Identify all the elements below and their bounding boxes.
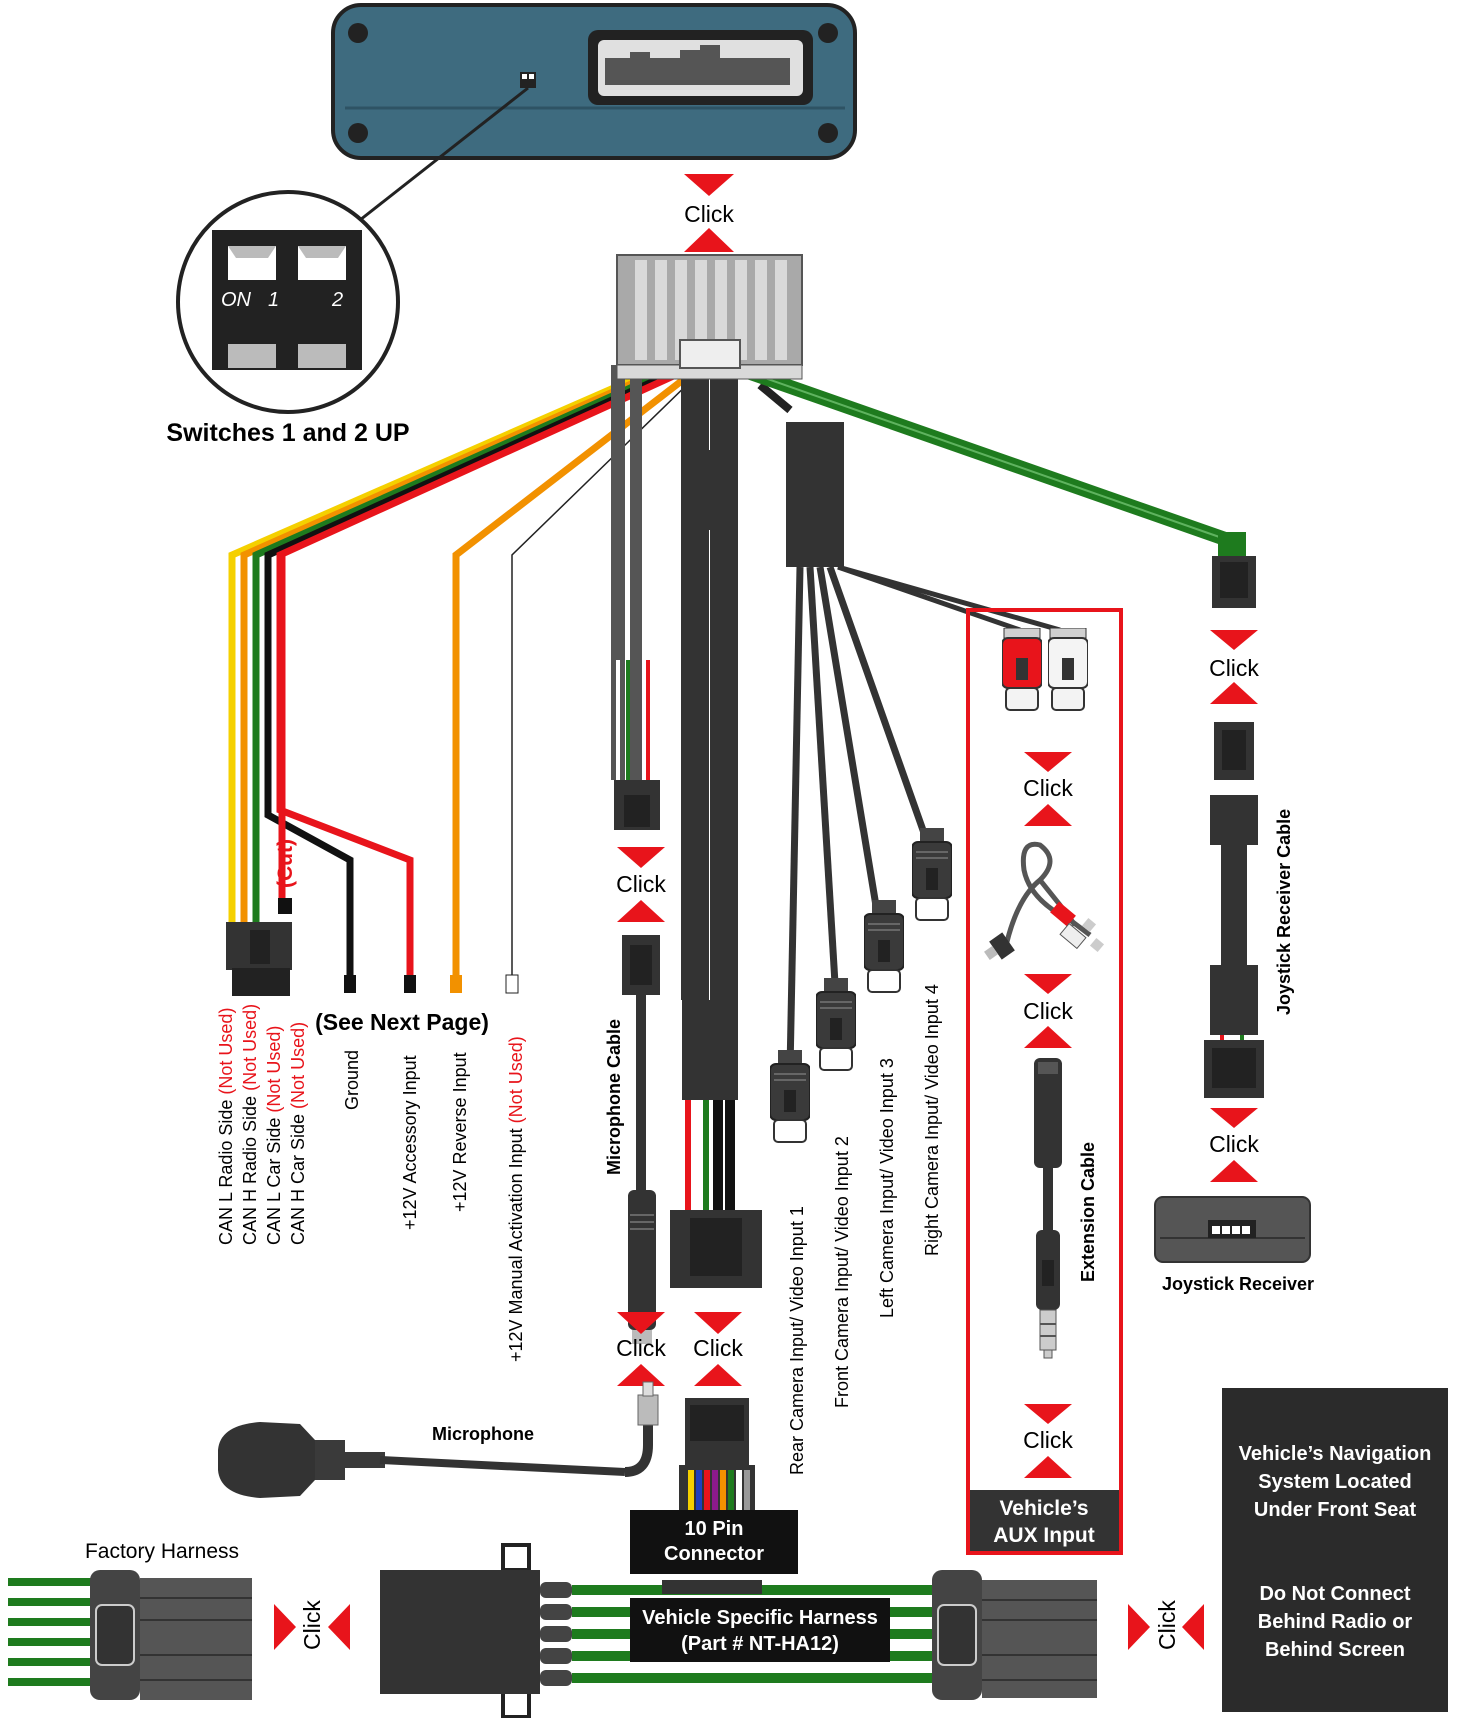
microphone-label: Microphone [432, 1424, 534, 1444]
rca-left-camera [864, 900, 904, 993]
aux-input-label-box [970, 1490, 1119, 1551]
wire-label-can-l-radio: CAN L Radio Side (Not Used) [216, 1008, 236, 1245]
see-next-page: (See Next Page) [315, 1009, 489, 1035]
arrow-up-icon [1210, 1160, 1258, 1182]
click-label: Click [616, 1335, 666, 1361]
dip-on-label: ON [221, 289, 252, 311]
click-label: Click [299, 1600, 325, 1650]
ten-pin-label-line2: Connector [664, 1543, 764, 1565]
arrow-down-icon [1024, 1404, 1072, 1424]
notice-line: Behind Screen [1265, 1639, 1405, 1661]
notice-line: Behind Radio or [1258, 1611, 1413, 1633]
extension-cable-label: Extension Cable [1078, 1142, 1098, 1282]
harness-label-line2: (Part # NT-HA12) [681, 1633, 839, 1655]
camera-label-rear: Rear Camera Input/ Video Input 1 [787, 1206, 807, 1475]
wire-label-can-l-car: CAN L Car Side (Not Used) [264, 1026, 284, 1245]
trunk-connector-bottom [670, 1210, 762, 1288]
dip-num-1: 1 [268, 289, 279, 311]
joystick-receiver-label: Joystick Receiver [1162, 1274, 1314, 1294]
click-label: Click [684, 201, 734, 227]
arrow-up-icon [1210, 682, 1258, 704]
arrow-up-icon [694, 1364, 742, 1386]
click-label: Click [616, 871, 666, 897]
rca-white-plug [1048, 628, 1088, 711]
arrow-down-icon [1024, 974, 1072, 994]
notice-line: System Located [1258, 1471, 1411, 1493]
wire-label-ground: Ground [342, 1050, 362, 1110]
camera-label-left: Left Camera Input/ Video Input 3 [877, 1058, 897, 1318]
joystick-cable-label: Joystick Receiver Cable [1274, 809, 1294, 1015]
arrow-down-icon [1024, 752, 1072, 772]
arrow-up-icon [1024, 804, 1072, 826]
navigation-module [331, 3, 857, 160]
arrow-right-icon [1128, 1604, 1150, 1650]
arrow-down-icon [617, 1312, 665, 1334]
microphone-cable-label: Microphone Cable [604, 1019, 624, 1175]
extension-cable [1034, 1058, 1062, 1359]
arrow-down-icon [694, 1312, 742, 1334]
harness-label-line1: Vehicle Specific Harness [642, 1607, 878, 1629]
click-label: Click [693, 1335, 743, 1361]
click-label: Click [1023, 1427, 1073, 1453]
notice-line: Vehicle’s Navigation [1239, 1443, 1432, 1465]
harness-label-box [630, 1598, 890, 1662]
ten-pin-connector [679, 1398, 755, 1518]
arrow-right-icon [274, 1604, 296, 1650]
left-wire-bundle [228, 369, 699, 985]
wire-label-reverse: +12V Reverse Input [450, 1052, 470, 1212]
dip-switch-detail: ON 1 2 [176, 190, 400, 414]
can-connector [226, 922, 292, 996]
arrow-up-icon [617, 900, 665, 922]
joystick-receiver-cable [1204, 722, 1264, 1098]
arrow-down-icon [684, 174, 734, 196]
camera-label-front: Front Camera Input/ Video Input 2 [832, 1136, 852, 1408]
y-adapter-cable [984, 841, 1105, 960]
cut-label: (Cut) [274, 839, 297, 888]
factory-harness-label: Factory Harness [85, 1540, 239, 1563]
rca-rear-camera [770, 1050, 810, 1143]
arrow-up-icon [1024, 1456, 1072, 1478]
click-label: Click [1154, 1600, 1180, 1650]
arrow-up-icon [1024, 1026, 1072, 1048]
wire-label-can-h-car: CAN H Car Side (Not Used) [288, 1022, 308, 1245]
aux-section-frame [966, 608, 1123, 1555]
rca-front-camera [816, 978, 856, 1071]
rca-red-plug [1002, 628, 1042, 711]
arrow-left-icon [1182, 1604, 1204, 1650]
dip-num-2: 2 [331, 289, 343, 311]
main-harness-connector [616, 254, 803, 380]
arrow-up-icon [617, 1364, 665, 1386]
notice-box [1222, 1388, 1448, 1712]
wire-label-manual: +12V Manual Activation Input (Not Used) [506, 1036, 526, 1362]
click-label: Click [1023, 998, 1073, 1024]
arrow-up-icon [684, 228, 734, 252]
notice-line: Do Not Connect [1259, 1583, 1410, 1605]
dip-caption: Switches 1 and 2 UP [166, 419, 409, 447]
arrow-down-icon [1210, 630, 1258, 650]
aux-input-line2: AUX Input [993, 1524, 1094, 1547]
camera-label-right: Right Camera Input/ Video Input 4 [922, 984, 942, 1256]
arrow-down-icon [1210, 1108, 1258, 1128]
wire-label-can-h-radio: CAN H Radio Side (Not Used) [240, 1004, 260, 1245]
joystick-receiver [1154, 1196, 1311, 1263]
joystick-cable-top-connector [1212, 532, 1256, 608]
microphone [218, 1381, 659, 1498]
click-label: Click [1023, 775, 1073, 801]
wire-label-accessory: +12V Accessory Input [400, 1055, 420, 1230]
mic-cable-connector-top [614, 780, 660, 830]
click-label: Click [1209, 655, 1259, 681]
rca-right-camera [912, 828, 952, 921]
aux-input-line1: Vehicle’s [999, 1497, 1088, 1520]
arrow-down-icon [617, 847, 665, 868]
click-label: Click [1209, 1131, 1259, 1157]
factory-harness [8, 1570, 252, 1700]
arrow-left-icon [328, 1604, 350, 1650]
ten-pin-label-line1: 10 Pin [685, 1518, 744, 1540]
ten-pin-label-box [630, 1510, 798, 1574]
notice-line: Under Front Seat [1254, 1499, 1417, 1521]
mic-cable-connector [622, 935, 660, 995]
